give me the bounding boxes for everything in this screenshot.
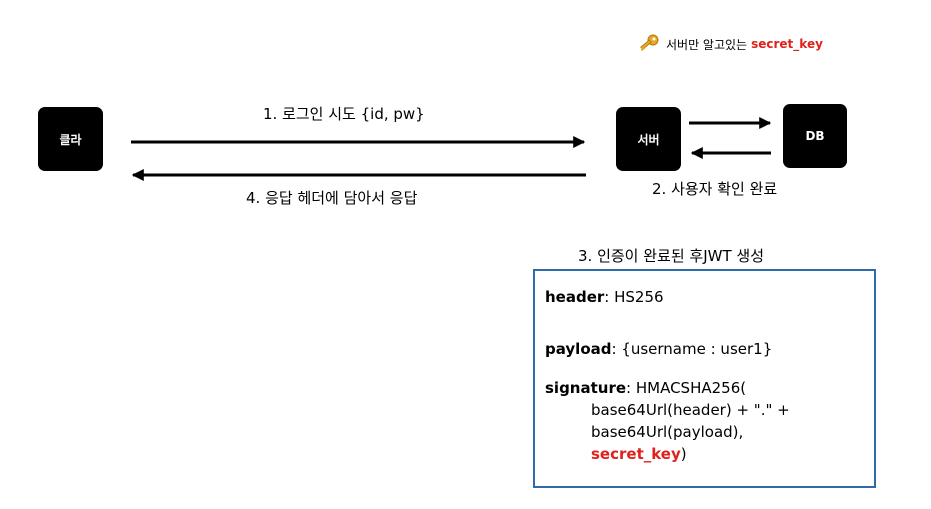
step4-label: 4. 응답 헤더에 담아서 응답 [246,189,418,207]
jwt-header-key: header [545,288,605,306]
jwt-header-line: header: HS256 [545,286,664,308]
jwt-signature-value: : HMACSHA256( [626,379,747,397]
server-node: 서버 [616,107,681,171]
jwt-signature-arg2: base64Url(payload), [591,423,744,441]
secret-note-key: secret_key [751,37,823,51]
jwt-header-value: : HS256 [604,288,664,306]
client-node: 클라 [38,107,103,171]
jwt-signature-arg1: base64Url(header) + "." + [591,401,790,419]
step1-label: 1. 로그인 시도 {id, pw} [263,105,425,123]
jwt-signature-secret: secret_key [591,445,681,463]
step3-label: 3. 인증이 완료된 후JWT 생성 [578,247,765,265]
jwt-payload-key: payload [545,340,612,358]
secret-note-text: 서버만 알고있는 [666,37,748,52]
jwt-signature-arg3-line: secret_key) [591,443,687,465]
jwt-payload-line: payload: {username : user1} [545,338,772,360]
step2-label: 2. 사용자 확인 완료 [652,180,778,198]
jwt-signature-key: signature [545,379,627,397]
jwt-signature-close: ) [680,445,687,463]
db-node: DB [783,104,847,168]
jwt-signature-line: signature: HMACSHA256( [545,377,746,399]
secret-note: 서버만 알고있는 secret_key [638,34,823,54]
key-icon [638,34,660,54]
jwt-structure-box: header: HS256 payload: {username : user1… [533,269,876,488]
jwt-payload-value: : {username : user1} [611,340,773,358]
